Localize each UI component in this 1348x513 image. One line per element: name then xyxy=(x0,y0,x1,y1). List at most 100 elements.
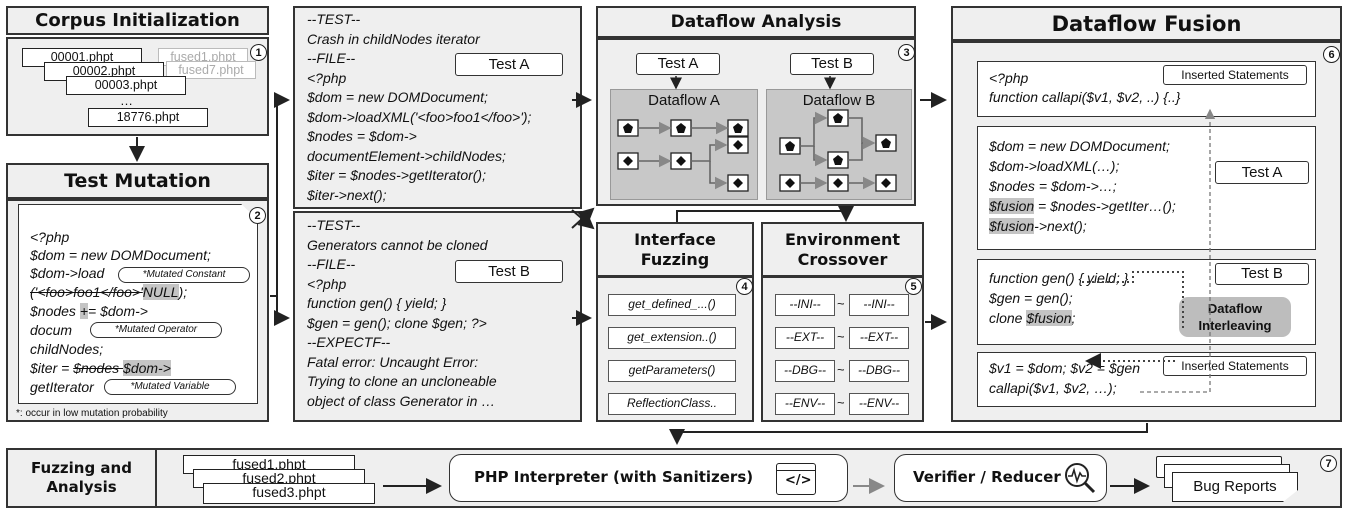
interleave-line-1: Dataflow xyxy=(1207,301,1263,316)
cross-tilde-3: ~ xyxy=(837,362,845,377)
verifier-box: Verifier / Reducer xyxy=(894,454,1107,502)
fusion-b2-line4b: = $nodes->getIter…(); xyxy=(1034,198,1176,214)
cross-right-4: --ENV-- xyxy=(849,393,909,415)
cross-tilde-4: ~ xyxy=(837,395,845,410)
fusion-b2-line4: $fusion = $nodes->getIter…(); xyxy=(989,197,1176,216)
dfb-e2 xyxy=(813,146,828,167)
mutation-line-4: ('<foo>foo1</foo>'NULL); xyxy=(30,283,187,302)
corpus-title: Corpus Initialization xyxy=(35,10,240,31)
fuzz-panel: 4 get_defined_...() get_extension..() ge… xyxy=(596,276,754,422)
dfa-n5-diamond xyxy=(676,156,686,166)
arrow-fusion-to-bottom xyxy=(669,423,1148,445)
cross-title-1: Environment xyxy=(784,229,901,249)
cross-tilde-2: ~ xyxy=(837,329,845,344)
dfb-e1 xyxy=(800,111,828,147)
mutation-line-8a: $iter = xyxy=(30,360,74,376)
dataflow-test-b: Test B xyxy=(790,53,874,75)
dfb-n3-pentagon xyxy=(833,155,843,165)
mutation-original-variable: $nodes xyxy=(73,360,124,376)
dfb-n2-pentagon xyxy=(833,113,843,123)
test-b-tag: Test B xyxy=(455,260,563,283)
fuzz-title-1: Interface xyxy=(634,229,716,249)
testa-line-3: --FILE-- xyxy=(307,50,356,66)
dfa-e5 xyxy=(709,161,728,190)
testa-line-7: $nodes = $dom-> xyxy=(307,128,417,144)
mutation-line-1: <?php xyxy=(30,229,70,245)
step-number-5: 5 xyxy=(905,278,922,295)
dataflow-test-a: Test A xyxy=(636,53,720,75)
arrow-to-crossover xyxy=(676,206,854,222)
testa-line-1: --TEST-- xyxy=(307,11,361,27)
testb-line-5: function gen() { yield; } xyxy=(307,295,447,311)
step-number-4: 4 xyxy=(736,278,753,295)
testb-line-9: Trying to clone an uncloneable xyxy=(307,373,497,389)
bottom-label-box: Fuzzing and Analysis xyxy=(8,450,157,506)
testb-line-10: object of class Generator in … xyxy=(307,392,496,409)
bottom-label-1: Fuzzing and xyxy=(31,459,132,477)
testb-line-6: $gen = gen(); clone $gen; ?> xyxy=(307,314,487,331)
corpus-file-18776: 18776.phpt xyxy=(88,108,208,127)
pill-mutated-constant: *Mutated Constant xyxy=(118,267,250,283)
fusion-b2-line5b: ->next(); xyxy=(1034,218,1087,234)
fusion-b3-line1: function gen() { yield; } xyxy=(989,270,1129,286)
fusion-b2-line5: $fusion->next(); xyxy=(989,217,1087,236)
testb-line-8: Fatal error: Uncaught Error: xyxy=(307,353,479,370)
fusion-var-3: $fusion xyxy=(1026,310,1072,326)
fuzz-title-2: Fuzzing xyxy=(640,249,710,269)
fusion-test-a-tag: Test A xyxy=(1215,161,1309,184)
bottom-label-2: Analysis xyxy=(46,478,117,496)
php-interpreter-box: PHP Interpreter (with Sanitizers) </> xyxy=(449,454,848,502)
cross-left-4: --ENV-- xyxy=(775,393,835,415)
fusion-header: Dataflow Fusion xyxy=(951,6,1342,41)
mutation-line-5c: = $dom-> xyxy=(88,303,148,319)
testb-line-1: --TEST-- xyxy=(307,217,361,233)
test-a-panel: Test A --TEST--Crash in childNodes itera… xyxy=(293,6,582,209)
corpus-header: Corpus Initialization xyxy=(6,6,269,35)
bottom-panel: Fuzzing and Analysis 7 fused1.phpt fused… xyxy=(6,448,1342,508)
ghost-file-fused7: fused7.phpt xyxy=(166,61,256,79)
cross-right-1: --INI-- xyxy=(849,294,909,316)
mutation-footnote: *: occur in low mutation probability xyxy=(16,408,168,419)
dfa-n6-diamond xyxy=(733,140,743,150)
dfb-n4-pentagon xyxy=(881,138,891,148)
cross-left-2: --EXT-- xyxy=(775,327,835,349)
mutation-line-5a: $nodes xyxy=(30,303,80,319)
verifier-label: Verifier / Reducer xyxy=(913,468,1061,486)
fusion-b2-line1: $dom = new DOMDocument; xyxy=(989,138,1170,154)
fuzz-item-2: get_extension..() xyxy=(608,327,736,349)
dfb-n1-pentagon xyxy=(785,141,795,151)
step-number-7: 7 xyxy=(1320,455,1337,472)
mutation-line-6: docum xyxy=(30,322,73,338)
fusion-title: Dataflow Fusion xyxy=(1051,11,1242,36)
testb-line-3: --FILE-- xyxy=(307,256,356,272)
testa-line-6: $dom->loadXML('<foo>foo1</foo>'); xyxy=(307,108,532,125)
dfa-n2-pentagon xyxy=(676,123,686,133)
dataflow-b-label: Dataflow B xyxy=(802,92,876,109)
fusion-test-b-tag: Test B xyxy=(1215,263,1309,285)
dfb-e4 xyxy=(848,143,863,161)
cross-left-3: --DBG-- xyxy=(775,360,835,382)
search-pulse-icon xyxy=(1065,463,1096,494)
fusion-b3-line2: $gen = gen(); xyxy=(989,290,1073,306)
dfa-n4-diamond xyxy=(623,156,633,166)
testb-line-7: --EXPECTF-- xyxy=(307,334,391,350)
mutation-panel: 2 <?php $dom = new DOMDocument; $dom->lo… xyxy=(6,199,269,422)
corpus-panel: 1 fused1.phpt fused7.phpt 00001.phpt 000… xyxy=(6,37,269,136)
pill-mutated-operator: *Mutated Operator xyxy=(90,322,222,338)
step-number-6: 6 xyxy=(1323,46,1340,63)
fusion-b3-line3: clone $fusion; xyxy=(989,309,1075,328)
dashed-inserted-link xyxy=(1140,108,1216,393)
mutation-new-constant: NULL xyxy=(142,284,179,300)
dfb-n5-diamond xyxy=(785,178,795,188)
testa-line-10: $iter->next(); xyxy=(307,186,387,203)
test-a-tag: Test A xyxy=(455,53,563,76)
fusion-var-1: $fusion xyxy=(989,198,1035,214)
fuzz-item-1: get_defined_...() xyxy=(608,294,736,316)
fusion-b1-line2: function callapi($v1, $v2, ..) {..} xyxy=(989,89,1181,105)
dfa-n7-diamond xyxy=(733,178,743,188)
pill-mutated-variable: *Mutated Variable xyxy=(104,379,236,395)
mutation-line-2: $dom = new DOMDocument; xyxy=(30,247,211,263)
dfa-n1-pentagon xyxy=(623,123,633,133)
